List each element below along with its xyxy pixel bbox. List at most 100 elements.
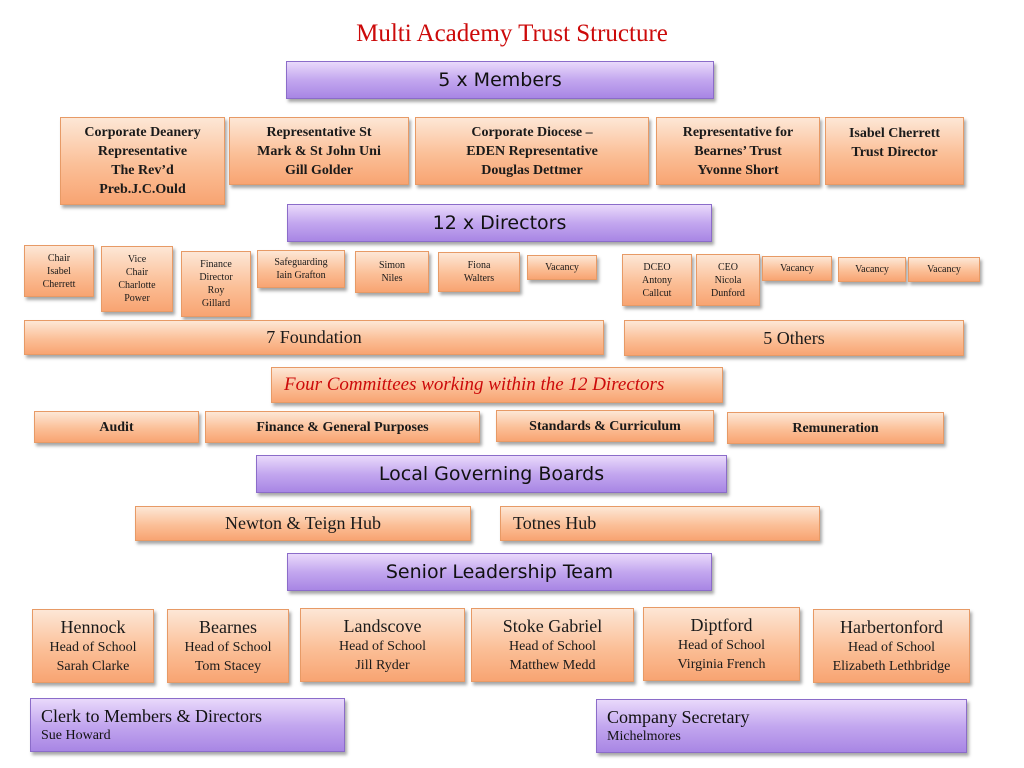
director-line: Antony [642,274,672,286]
director-line: Simon [378,260,406,271]
director-box: Vacancy [908,257,980,282]
foundation-box: 7 Foundation [24,320,604,355]
school-head: Elizabeth Lethbridge [832,659,951,674]
secretary-box: Company Secretary Michelmores [596,699,967,753]
directors-header: 12 x Directors [287,204,712,242]
school-box: Hennock Head of School Sarah Clarke [32,609,154,683]
committee-box: Audit [34,411,199,443]
director-line: Vacancy [927,264,961,275]
foundation-label: 7 Foundation [266,327,362,347]
director-line: Safeguarding [274,257,328,268]
secretary-name: Michelmores [607,729,681,744]
school-head: Tom Stacey [194,659,262,674]
school-name: Hennock [60,617,126,637]
director-box: Finance Director Roy Gillard [181,251,251,317]
school-name: Bearnes [199,617,257,637]
committee-box: Standards & Curriculum [496,410,714,442]
director-line: Vacancy [780,263,814,274]
others-label: 5 Others [763,327,825,348]
school-head: Virginia French [677,657,766,672]
director-line: Vice [127,254,147,265]
member-line: EDEN Representative [466,143,598,159]
member-line: Douglas Dettmer [481,162,583,178]
director-line: Vacancy [545,262,579,273]
committees-heading: Four Committees working within the 12 Di… [271,367,723,403]
committee-label: Standards & Curriculum [529,418,681,434]
director-box: DCEO Antony Callcut [622,254,692,306]
school-name: Stoke Gabriel [502,616,603,636]
hub-box: Newton & Teign Hub [135,506,471,541]
director-line: Fiona [467,260,491,271]
school-box: Stoke Gabriel Head of School Matthew Med… [471,608,634,682]
director-line: Dunford [711,287,745,299]
school-role: Head of School [184,640,272,655]
school-role: Head of School [847,640,936,655]
member-line: Bearnes’ Trust [694,143,782,159]
director-box: Vice Chair Charlotte Power [101,246,173,312]
school-head: Sarah Clarke [56,659,130,674]
director-box: CEO Nicola Dunford [696,254,760,306]
school-role: Head of School [338,639,427,654]
school-role: Head of School [677,638,766,653]
school-role: Head of School [49,640,137,655]
director-line: Power [124,293,150,304]
committee-label: Audit [99,419,134,435]
committee-box: Remuneration [727,412,944,444]
member-line: Yvonne Short [697,162,779,178]
clerk-name: Sue Howard [41,728,111,743]
director-line: Roy [207,285,225,296]
page-title: Multi Academy Trust Structure [356,20,668,47]
member-line: Isabel Cherrett [848,126,941,141]
member-box: Representative for Bearnes’ Trust Yvonne… [656,117,820,185]
member-line: Representative [97,144,188,159]
director-line: Cherrett [42,278,76,290]
director-box: Fiona Walters [438,252,520,292]
member-box: Isabel Cherrett Trust Director [825,117,964,185]
school-role: Head of School [508,639,597,654]
member-line: Mark & St John Uni [257,143,381,159]
director-line: Nicola [714,274,742,286]
director-line: Walters [463,273,495,284]
secretary-title: Company Secretary [607,707,750,727]
director-box: Chair Isabel Cherrett [24,245,94,297]
director-line: Niles [381,273,403,284]
director-box: Vacancy [762,256,832,281]
school-box: Harbertonford Head of School Elizabeth L… [813,609,970,683]
director-line: DCEO [643,261,671,273]
others-box: 5 Others [624,320,964,356]
director-line: Iain Grafton [276,270,326,281]
director-line: Charlotte [118,280,156,291]
director-box: Simon Niles [355,251,429,293]
school-head: Jill Ryder [355,658,410,673]
director-line: Director [199,272,233,283]
hub-label: Newton & Teign Hub [225,513,381,533]
director-line: Finance [200,259,232,270]
school-box: Bearnes Head of School Tom Stacey [167,609,289,683]
member-line: Gill Golder [284,162,354,178]
director-line: CEO [718,261,738,273]
clerk-box: Clerk to Members & Directors Sue Howard [30,698,345,752]
committee-label: Finance & General Purposes [256,419,429,435]
members-header: 5 x Members [286,61,714,99]
school-name: Diptford [690,615,753,635]
member-line: The Rev’d [111,163,174,178]
director-line: Isabel [47,265,71,277]
clerk-title: Clerk to Members & Directors [41,706,262,726]
slt-header: Senior Leadership Team [287,553,712,591]
director-line: Vacancy [855,264,889,275]
lgb-header: Local Governing Boards [256,455,727,493]
member-line: Representative for [682,124,794,140]
member-line: Representative St [266,124,372,140]
member-line: Preb.J.C.Ould [99,182,186,197]
member-box: Representative St Mark & St John Uni Gil… [229,117,409,185]
member-box: Corporate Deanery Representative The Rev… [60,117,225,205]
director-line: Chair [47,252,71,264]
member-box: Corporate Diocese – EDEN Representative … [415,117,649,185]
director-box: Vacancy [838,257,906,282]
member-line: Trust Director [851,145,938,160]
member-line: Corporate Deanery [84,125,201,140]
director-box: Vacancy [527,255,597,280]
director-box: Safeguarding Iain Grafton [257,250,345,288]
director-line: Chair [125,267,149,278]
school-box: Landscove Head of School Jill Ryder [300,608,465,682]
